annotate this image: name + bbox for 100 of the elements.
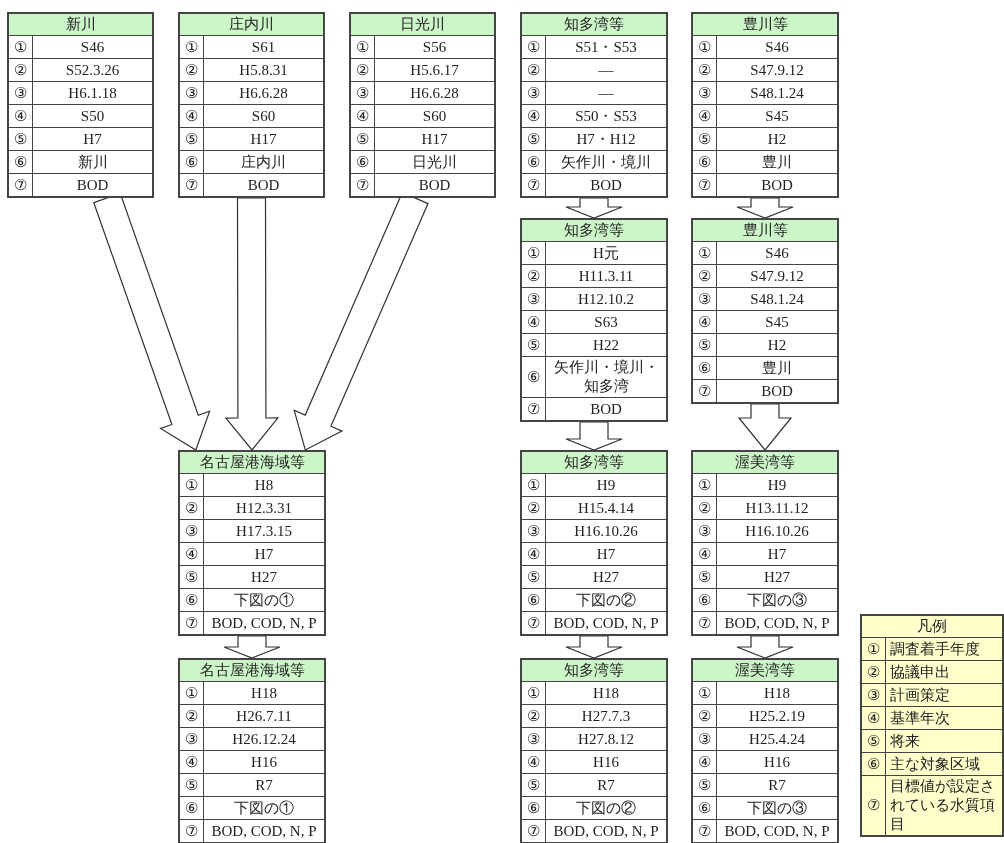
cell-value: H2 — [766, 335, 788, 355]
table-header: 豊川等 — [693, 14, 837, 36]
block-arrow — [223, 635, 281, 659]
cell-value: BOD — [75, 175, 110, 195]
row-number: ② — [693, 497, 717, 519]
row-number: ④ — [693, 543, 717, 565]
row-number: ⑤ — [522, 128, 546, 150]
cell-value: 豊川 — [761, 358, 793, 378]
row-number: ④ — [862, 707, 886, 729]
cell-value: BOD — [589, 175, 623, 195]
row-number: ⑤ — [862, 730, 886, 752]
cell-value: BOD, COD, N, P — [210, 613, 318, 633]
row-number: ② — [693, 265, 717, 287]
cell-value: BOD — [760, 175, 794, 195]
row-number: ⑥ — [522, 151, 546, 173]
row-number: ⑥ — [9, 151, 33, 173]
cell-value: 矢作川・境川・知多湾 — [552, 358, 660, 396]
cell-value: 新川 — [76, 152, 109, 172]
cell-value: BOD — [417, 175, 452, 195]
row-number: ① — [351, 36, 375, 58]
table-header: 豊川等 — [693, 220, 837, 242]
table-header: 庄内川 — [180, 14, 323, 36]
row-number: ④ — [9, 105, 33, 127]
cell-value: S50 — [79, 106, 106, 126]
cell-value: 下図の③ — [746, 590, 808, 610]
cell-value: 下図の① — [233, 798, 295, 818]
row-number: ④ — [180, 543, 204, 565]
row-number: ③ — [180, 82, 204, 104]
cell-value: 調査着手年度 — [889, 639, 981, 659]
row-number: ③ — [522, 82, 546, 104]
row-number: ④ — [180, 751, 204, 773]
cell-value: 下図の② — [575, 590, 637, 610]
cell-value: H7 — [766, 544, 788, 564]
data-table — [7, 12, 154, 198]
row-number: ③ — [180, 728, 204, 750]
row-number: ④ — [522, 751, 546, 773]
data-table — [691, 450, 839, 636]
cell-value: R7 — [596, 775, 616, 795]
cell-value: S60 — [421, 106, 448, 126]
row-number: ⑦ — [522, 398, 546, 420]
table-header: 名古屋港海域等 — [180, 660, 324, 682]
cell-value: S61 — [250, 37, 277, 57]
cell-value: H2 — [766, 129, 788, 149]
cell-value: S47.9.12 — [749, 60, 805, 80]
cell-value: R7 — [767, 775, 787, 795]
cell-value: H15.4.14 — [577, 498, 635, 518]
row-number: ② — [522, 59, 546, 81]
cell-value: S46 — [764, 243, 790, 263]
table-header: 渥美湾等 — [693, 452, 837, 474]
cell-value: S48.1.24 — [749, 289, 805, 309]
block-arrow — [565, 197, 623, 219]
cell-value: H6.6.28 — [238, 83, 289, 103]
cell-value: 下図の③ — [746, 798, 808, 818]
cell-value: H7 — [82, 129, 103, 149]
row-number: ② — [180, 59, 204, 81]
cell-value: 基準年次 — [889, 708, 951, 728]
row-number: ③ — [522, 728, 546, 750]
row-number: ⑥ — [180, 589, 204, 611]
cell-value: H16.10.26 — [744, 521, 810, 541]
data-table — [178, 658, 326, 843]
row-number: ③ — [693, 288, 717, 310]
row-number: ① — [693, 682, 717, 704]
row-number: ④ — [693, 105, 717, 127]
row-number: ③ — [862, 684, 886, 706]
data-table — [520, 658, 668, 843]
cell-value: H22 — [592, 335, 620, 355]
cell-value: H26.12.24 — [231, 729, 297, 749]
table-header: 渥美湾等 — [693, 660, 837, 682]
row-number: ⑤ — [180, 774, 204, 796]
cell-value: H16 — [592, 752, 620, 772]
cell-value: S45 — [764, 106, 790, 126]
table-header: 名古屋港海域等 — [180, 452, 324, 474]
cell-value: S50・S53 — [574, 106, 638, 126]
row-number: ⑦ — [862, 776, 886, 835]
block-arrow — [736, 197, 794, 219]
cell-value: H27.7.3 — [580, 706, 632, 726]
row-number: ② — [522, 497, 546, 519]
cell-value: BOD — [589, 399, 623, 419]
cell-value: H5.8.31 — [238, 60, 289, 80]
row-number: ② — [351, 59, 375, 81]
cell-value: R7 — [254, 775, 274, 795]
cell-value: S63 — [593, 312, 619, 332]
row-number: ⑦ — [693, 174, 717, 196]
cell-value: BOD — [760, 381, 794, 401]
cell-value: BOD, COD, N, P — [723, 613, 831, 633]
row-number: ① — [693, 36, 717, 58]
row-number: ④ — [522, 543, 546, 565]
row-number: ⑤ — [351, 128, 375, 150]
row-number: ① — [693, 474, 717, 496]
row-number: ④ — [180, 105, 204, 127]
data-table — [691, 12, 839, 198]
cell-value: 主な対象区域 — [889, 754, 981, 774]
table-header: 凡例 — [862, 616, 1002, 638]
cell-value: BOD, COD, N, P — [723, 821, 831, 841]
row-number: ⑦ — [180, 612, 204, 634]
data-table — [691, 658, 839, 843]
row-number: ⑦ — [693, 380, 717, 402]
row-number: ③ — [9, 82, 33, 104]
table-header: 知多湾等 — [522, 220, 666, 242]
row-number: ④ — [693, 311, 717, 333]
